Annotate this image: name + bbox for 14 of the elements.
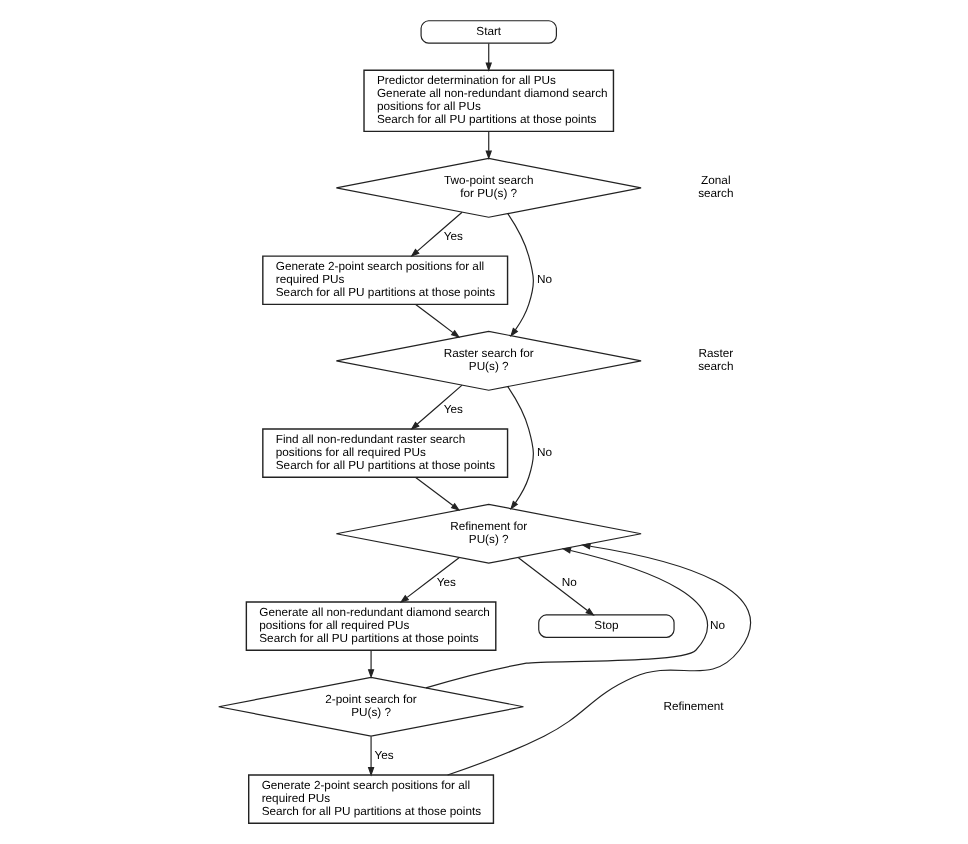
arrow <box>366 735 374 777</box>
arrow <box>446 543 751 776</box>
arrow <box>506 213 533 338</box>
arrow <box>414 303 460 339</box>
arrow <box>506 386 533 511</box>
arrow <box>409 211 462 258</box>
arrow <box>398 557 459 604</box>
arrow <box>424 547 708 689</box>
arrow <box>484 131 492 160</box>
arrow <box>516 557 594 617</box>
arrow <box>414 476 460 512</box>
arrow <box>366 649 374 679</box>
arrow <box>409 384 462 431</box>
arrow <box>484 42 492 72</box>
